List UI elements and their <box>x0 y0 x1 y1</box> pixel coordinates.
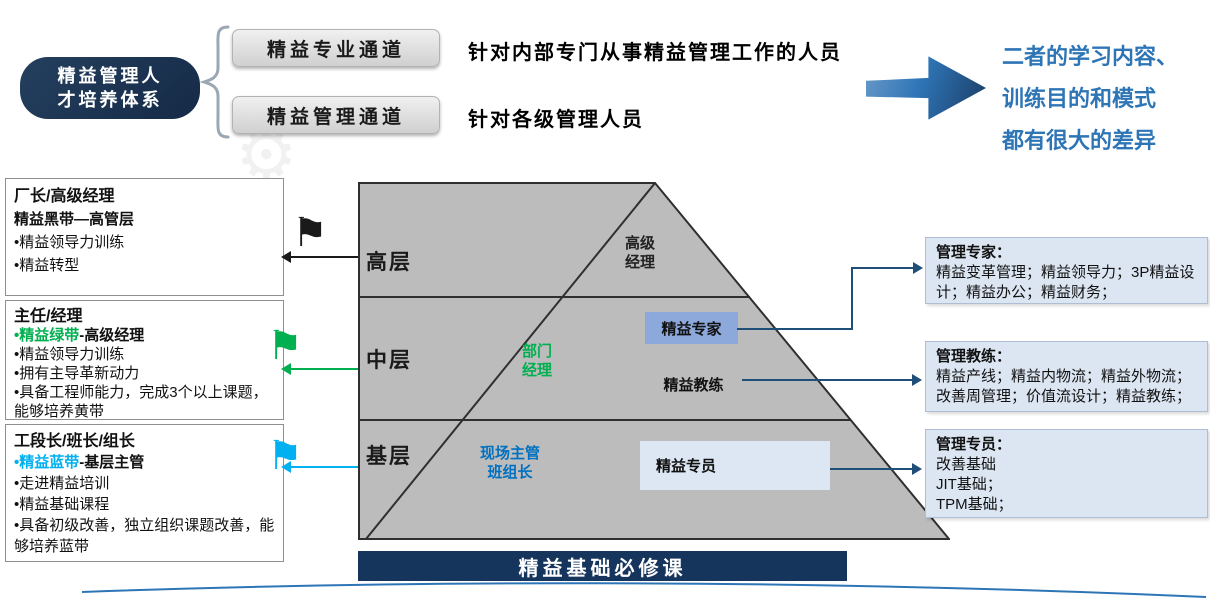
tag-lean-expert: 精益专家 <box>645 312 738 344</box>
connector-coach <box>742 379 914 381</box>
connector-specialist <box>830 468 914 470</box>
right-arrow-icon <box>866 56 986 120</box>
arrowhead-left-top <box>281 251 291 263</box>
level-label-top: 高层 <box>366 251 412 274</box>
belt-name: •精益蓝带 <box>14 454 80 471</box>
course-box-coach: 管理教练： 精益产线；精益内物流；精益外物流；改善周管理；价值流设计；精益教练； <box>925 341 1208 412</box>
course-box-body: 改善基础 JIT基础； TPM基础； <box>936 456 1013 513</box>
course-box-specialist: 管理专员： 改善基础 JIT基础； TPM基础； <box>925 429 1208 518</box>
level-label-bottom: 基层 <box>366 445 412 468</box>
belt-line: 精益黑带—高管层 <box>14 208 275 231</box>
belt-line: •精益蓝带-基层主管 <box>14 452 275 473</box>
difference-note: 二者的学习内容、 训练目的和模式 都有很大的差异 <box>1002 44 1179 153</box>
arrowhead-left-bottom <box>281 461 291 473</box>
course-box-expert: 管理专家： 精益变革管理；精益领导力；3P精益设计；精益办公；精益财务； <box>925 237 1208 304</box>
belt-line: •精益绿带-高级经理 <box>14 326 275 345</box>
belt-rest: -高级经理 <box>79 327 145 344</box>
base-course-bar: 精益基础必修课 <box>358 551 847 581</box>
role-senior-manager: 高级 经理 <box>624 235 655 271</box>
channel-button-management: 精益管理通道 <box>232 96 440 134</box>
pyramid-diagram: 高层 中层 基层 高级 经理 部门 经理 现场主管 班组长 精益专家 精益教练 … <box>358 182 950 540</box>
arrow-line-top <box>291 256 358 258</box>
channel-desc-professional: 针对内部专门从事精益管理工作的人员 <box>468 42 842 64</box>
course-box-body: 精益变革管理；精益领导力；3P精益设计；精益办公；精益财务； <box>936 264 1195 301</box>
course-box-title: 管理专家： <box>936 244 1012 261</box>
arrowhead-right-expert <box>913 262 923 274</box>
bullet-item: •精益领导力训练 <box>14 346 125 363</box>
belt-rest: -基层主管 <box>79 454 145 471</box>
system-title-badge: 精益管理人 才培养体系 <box>20 57 200 119</box>
bullet-item: •具备工程师能力，完成3个以上课题，能够培养黄带 <box>14 384 268 420</box>
belt-rest: —高管层 <box>74 211 135 228</box>
connector-expert <box>737 328 853 330</box>
bullet-item: •精益转型 <box>14 257 80 274</box>
bullet-item: •精益基础课程 <box>14 496 110 513</box>
course-box-title: 管理教练： <box>936 348 1012 365</box>
belt-name: •精益绿带 <box>14 327 80 344</box>
tag-lean-specialist: 精益专员 <box>640 441 830 490</box>
bullet-item: •拥有主导革新动力 <box>14 365 140 382</box>
level-box-middle: 主任/经理 •精益绿带-高级经理 •精益领导力训练 •拥有主导革新动力 •具备工… <box>5 300 284 420</box>
level-box-executive: 厂长/高级经理 精益黑带—高管层 •精益领导力训练 •精益转型 <box>5 178 284 296</box>
arrow-line-middle <box>291 368 358 370</box>
connector-expert <box>853 267 915 269</box>
black-flag-icon: ⚑ <box>292 211 328 255</box>
belt-name: 精益黑带 <box>14 211 75 228</box>
bullet-item: •精益领导力训练 <box>14 234 125 251</box>
level-label-middle: 中层 <box>366 349 412 372</box>
channel-desc-management: 针对各级管理人员 <box>468 109 644 131</box>
course-box-title: 管理专员： <box>936 436 1012 453</box>
bullet-item: •走进精益培训 <box>14 475 110 492</box>
blue-flag-icon: ⚑ <box>267 434 303 478</box>
bottom-curve-decor <box>81 582 1207 598</box>
arrowhead-left-middle <box>281 363 291 375</box>
level-box-title: 工段长/班长/组长 <box>14 433 135 450</box>
tag-lean-coach: 精益教练 <box>663 376 724 394</box>
role-department-manager: 部门 经理 <box>521 343 552 379</box>
connector-expert <box>851 267 853 330</box>
arrow-line-bottom <box>291 466 358 468</box>
channel-button-professional: 精益专业通道 <box>232 29 440 67</box>
brace-icon <box>199 25 230 139</box>
green-flag-icon: ⚑ <box>267 324 303 368</box>
level-box-title: 厂长/高级经理 <box>14 188 115 205</box>
level-box-frontline: 工段长/班长/组长 •精益蓝带-基层主管 •走进精益培训 •精益基础课程 •具备… <box>5 424 284 562</box>
arrowhead-right-coach <box>912 374 922 386</box>
arrowhead-right-specialist <box>912 463 922 475</box>
course-box-body: 精益产线；精益内物流；精益外物流；改善周管理；价值流设计；精益教练； <box>936 368 1192 405</box>
role-site-supervisor: 现场主管 班组长 <box>479 445 540 481</box>
bullet-item: •具备初级改善，独立组织课题改善，能够培养蓝带 <box>14 517 275 555</box>
level-box-title: 主任/经理 <box>14 308 83 325</box>
